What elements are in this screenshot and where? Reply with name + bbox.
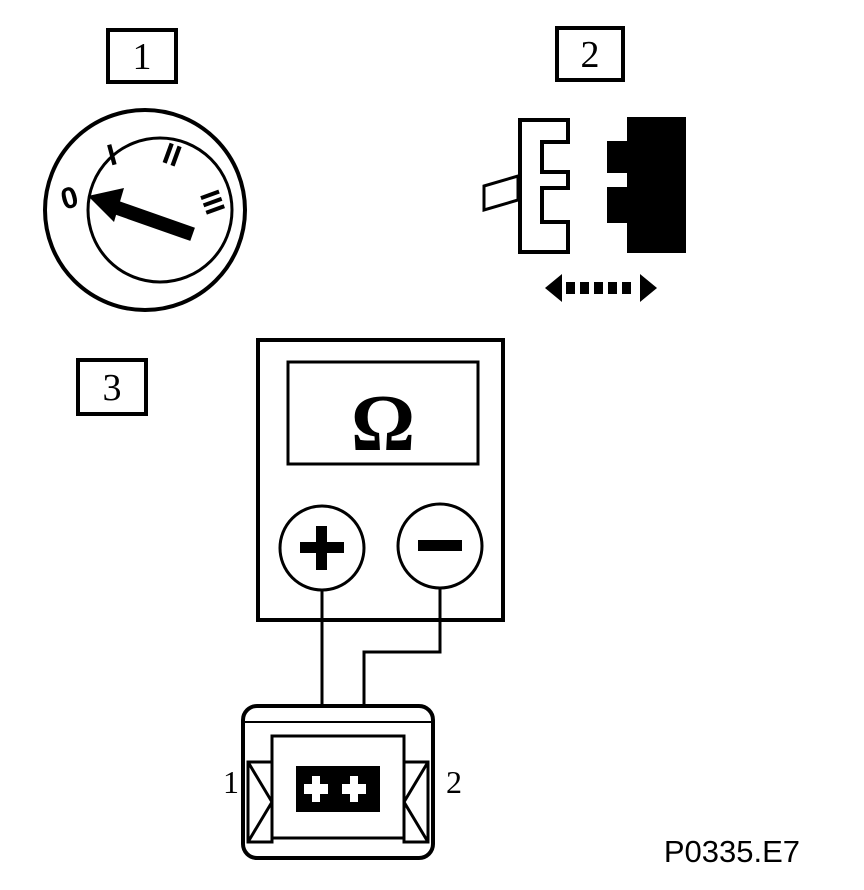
pin-2-contact [342, 776, 366, 802]
pin-1-label: 1 [223, 764, 239, 800]
negative-probe-jack [396, 502, 484, 590]
meter-display [286, 360, 480, 466]
ohmmeter-icon: Ω [256, 338, 505, 622]
ohm-symbol: Ω [351, 380, 415, 468]
step-3-text: 3 [103, 367, 122, 409]
reference-code: P0335.E7 [664, 834, 800, 869]
pin-2-label: 2 [446, 764, 462, 800]
step-2-text: 2 [581, 34, 600, 76]
step-3-label: 3 [76, 358, 148, 416]
step-2-label: 2 [555, 26, 625, 82]
positive-probe-jack [278, 504, 366, 592]
ignition-key-switch-icon: 0 I II III [43, 108, 247, 312]
pin-1-contact [304, 776, 328, 802]
key-pointer-arrow-icon [88, 188, 195, 241]
double-arrow-icon [545, 274, 657, 302]
connector-disconnect-icon [482, 117, 686, 302]
two-pin-connector-icon: 1 2 [223, 704, 462, 860]
step-1-label: 1 [106, 28, 178, 84]
step-1-text: 1 [133, 36, 152, 78]
